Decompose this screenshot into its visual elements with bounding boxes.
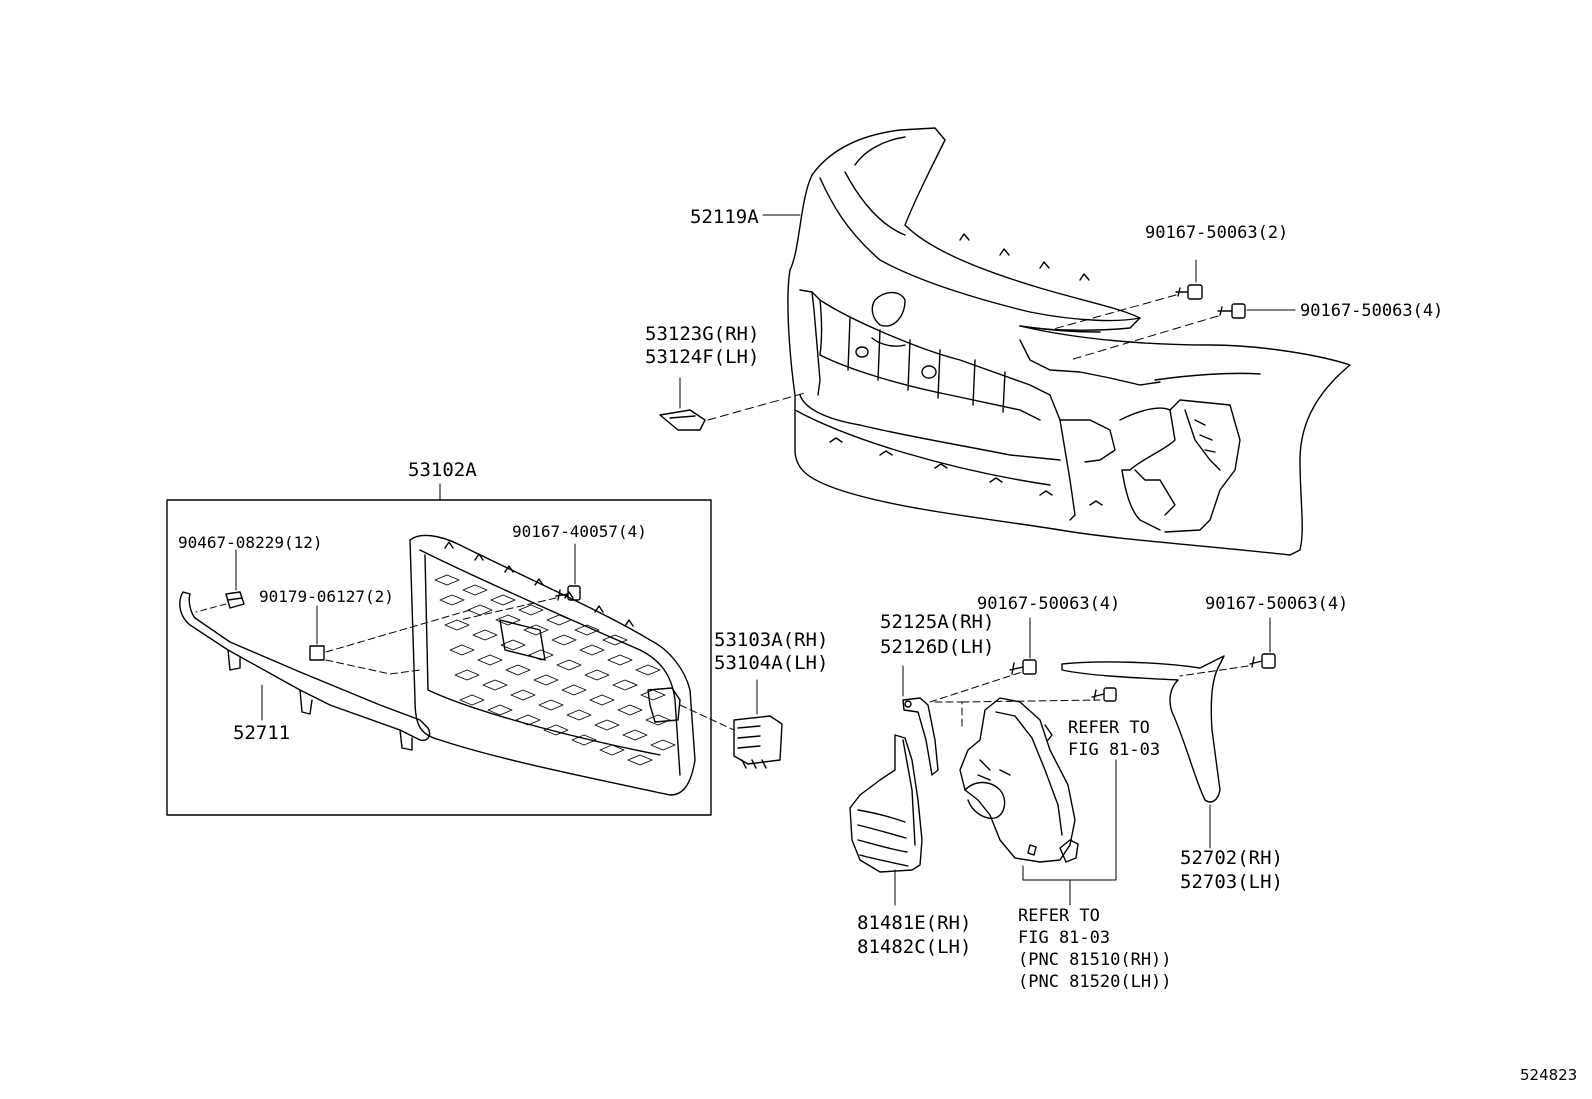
label-53102a: 53102A xyxy=(408,459,477,481)
bracket-53103a xyxy=(734,680,782,768)
label-52119a: 52119A xyxy=(690,206,759,228)
bracket-52125a xyxy=(903,666,938,775)
bumper-cover-52119a xyxy=(788,128,1350,555)
label-90167-50063-4-top: 90167-50063(4) xyxy=(1300,301,1444,321)
moulding-52711 xyxy=(180,592,430,750)
fog-lamp-assembly xyxy=(960,698,1078,862)
label-52711: 52711 xyxy=(233,722,291,744)
label-81482c: 81482C(LH) xyxy=(857,936,972,958)
bracket-53123g xyxy=(660,378,705,430)
label-90467-08229: 90467-08229(12) xyxy=(178,533,323,552)
label-fig-81-03-1: FIG 81-03 xyxy=(1068,740,1161,760)
clip-90467-08229-icon xyxy=(226,550,244,608)
label-52125a: 52125A(RH) xyxy=(880,611,995,633)
nut-90179-06127-icon xyxy=(310,606,324,660)
bolt-90167-50063-4-top-icon xyxy=(1218,304,1295,318)
bolt-90167-50063-4-mid-icon xyxy=(1010,618,1036,674)
bolt-fog-lamp-icon xyxy=(1092,688,1116,701)
label-53123g: 53123G(RH) xyxy=(645,323,760,345)
diagram-id: 524823 xyxy=(1520,1066,1578,1084)
label-53103a: 53103A(RH) xyxy=(714,629,829,651)
label-52126d: 52126D(LH) xyxy=(880,636,995,658)
label-90179-06127: 90179-06127(2) xyxy=(259,587,394,606)
label-fig-81-03-2: FIG 81-03 xyxy=(1018,928,1111,948)
label-90167-40057: 90167-40057(4) xyxy=(512,522,647,541)
label-90167-50063-4-right: 90167-50063(4) xyxy=(1205,594,1349,614)
label-refer-to-2: REFER TO xyxy=(1018,906,1100,926)
label-81481e: 81481E(RH) xyxy=(857,912,972,934)
label-52703: 52703(LH) xyxy=(1180,871,1283,893)
bolt-90167-50063-4-right-icon xyxy=(1250,618,1275,668)
label-90167-50063-2: 90167-50063(2) xyxy=(1145,223,1289,243)
label-52702: 52702(RH) xyxy=(1180,847,1283,869)
bezel-81481e xyxy=(850,735,922,905)
label-pnc-81520: (PNC 81520(LH)) xyxy=(1018,972,1172,992)
label-refer-to-1: REFER TO xyxy=(1068,718,1150,738)
bolt-90167-40057-icon xyxy=(556,544,580,600)
label-90167-50063-4-mid: 90167-50063(4) xyxy=(977,594,1121,614)
label-53104a: 53104A(LH) xyxy=(714,652,829,674)
label-pnc-81510: (PNC 81510(RH)) xyxy=(1018,950,1172,970)
label-53124f: 53124F(LH) xyxy=(645,346,760,368)
side-cover-52702 xyxy=(1062,656,1224,848)
bolt-90167-50063-2-icon xyxy=(1176,260,1202,299)
grille-53102a xyxy=(410,535,695,795)
assembly-box-53102a xyxy=(167,500,711,815)
